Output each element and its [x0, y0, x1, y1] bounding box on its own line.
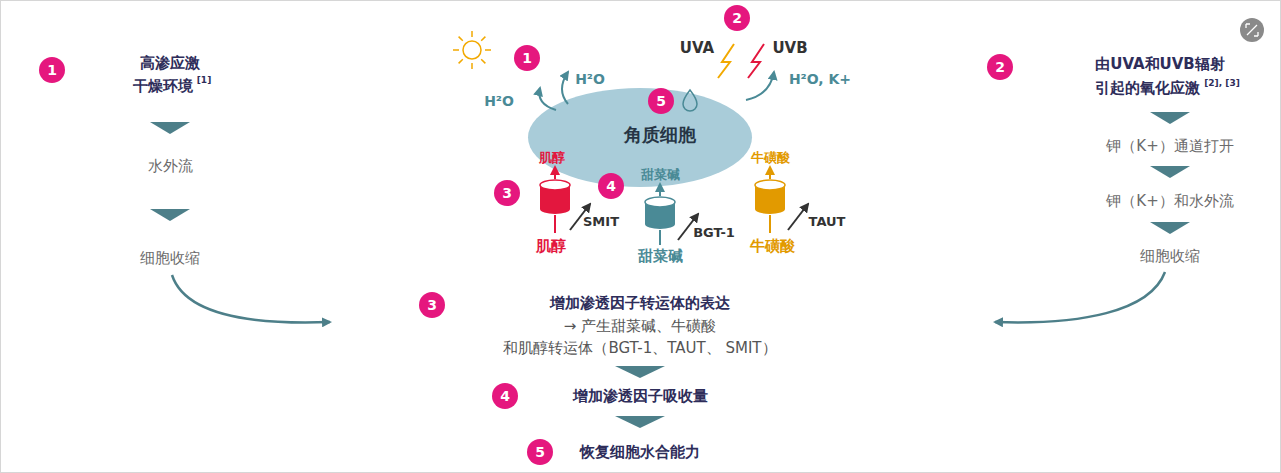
water-label: H²O, K+: [789, 71, 851, 88]
callout-number: 3: [419, 292, 445, 318]
callout-number: 2: [724, 5, 750, 31]
water-label: H²O: [575, 71, 605, 88]
callout-number: 4: [492, 383, 518, 409]
callout-number: 3: [494, 180, 520, 206]
step-text: 钾（K+）和水外流: [1106, 192, 1233, 210]
reference-mark: [1]: [197, 75, 212, 86]
osmolyte-label: 甜菜碱: [638, 247, 683, 265]
column-heading: 高渗应激: [140, 54, 200, 72]
step-text: 钾（K+）通道打开: [1106, 137, 1233, 155]
step-text: 细胞收缩: [1140, 247, 1200, 265]
callout-number: 1: [39, 57, 65, 83]
step-text: 水外流: [148, 157, 193, 175]
transporter-label: TAUT: [809, 214, 846, 230]
cell-ellipse: 角质细胞: [527, 87, 753, 188]
flow-curve: [172, 275, 330, 322]
step-text: 细胞收缩: [140, 249, 200, 267]
water-arrow: [746, 72, 774, 100]
osmolyte-label: 肌醇: [539, 150, 565, 166]
smit-cylinder: [540, 167, 570, 233]
transporter-label: SMIT: [583, 214, 619, 230]
callout-number: 1: [514, 45, 540, 71]
water-arrow: [562, 72, 568, 104]
cell-name: 角质细胞: [527, 87, 753, 188]
callout-number: 2: [987, 54, 1013, 80]
uvb-bolt: [748, 44, 764, 78]
bgt-cylinder: [645, 184, 675, 245]
osmolyte-label: 甜菜碱: [641, 167, 680, 183]
flow-curve: [995, 272, 1165, 322]
osmolyte-label: 牛磺酸: [751, 150, 790, 166]
uv-label: UVA: [680, 39, 714, 57]
uva-bolt: [718, 44, 734, 78]
reference-mark: [2], [3]: [1204, 78, 1240, 89]
corner-icon: [1240, 18, 1264, 42]
result-text: → 产生甜菜碱、牛磺酸: [564, 317, 716, 335]
result-text: 和肌醇转运体（BGT-1、TAUT、 SMIT）: [503, 339, 776, 357]
transporter-label: BGT-1: [693, 225, 735, 241]
osmolyte-label: 牛磺酸: [750, 237, 795, 255]
uv-label: UVB: [772, 39, 807, 57]
uptake-arrow: [788, 204, 808, 230]
callout-number: 5: [527, 439, 553, 465]
osmolyte-label: 肌醇: [536, 237, 566, 255]
column-heading: 干燥环境: [133, 77, 193, 95]
column-heading: 引起的氧化应激: [1095, 79, 1200, 97]
column-heading: 由UVA和UVB辐射: [1095, 55, 1225, 73]
result-heading: 恢复细胞水合能力: [580, 443, 700, 461]
callout-number: 4: [598, 173, 624, 199]
sun-icon: [453, 31, 491, 69]
result-heading: 增加渗透因子吸收量: [573, 387, 708, 405]
taut-cylinder: [755, 167, 785, 233]
water-label: H²O: [484, 93, 514, 110]
callout-number: 5: [648, 88, 674, 114]
result-heading: 增加渗透因子转运体的表达: [550, 294, 730, 312]
